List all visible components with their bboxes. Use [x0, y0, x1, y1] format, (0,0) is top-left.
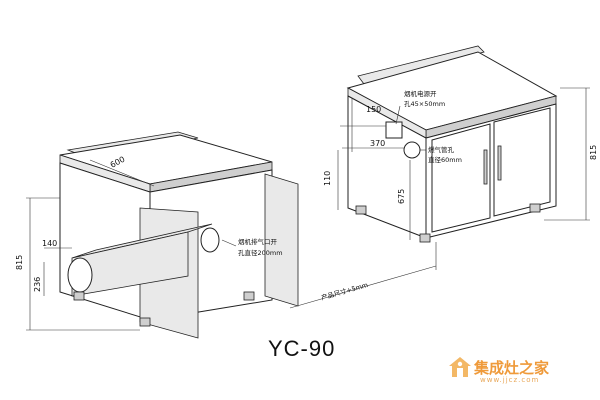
power-note-line1: 烟机电源开 — [404, 89, 437, 98]
model-title: YC-90 — [268, 336, 336, 361]
left-hole-offset-label: 140 — [42, 239, 57, 248]
left-cabinet — [26, 131, 299, 339]
length-note: 产品尺寸+5mm — [320, 280, 369, 302]
watermark-name: 集成灶之家 — [474, 358, 550, 377]
exhaust-note-line2: 孔直径200mm — [238, 248, 283, 257]
left-height-label: 815 — [15, 255, 24, 270]
right-inner-height-label: 675 — [397, 189, 406, 204]
power-note-line2: 孔45×50mm — [404, 100, 445, 108]
right-side-offset-label: 370 — [370, 139, 385, 148]
right-height-label: 815 — [589, 145, 598, 160]
exhaust-note-line1: 烟机排气口开 — [238, 237, 278, 246]
right-top-offset-label: 150 — [366, 105, 381, 114]
right-base-height-label: 110 — [323, 171, 332, 186]
watermark-url: www.jjcz.com — [480, 376, 540, 384]
right-cabinet — [289, 45, 590, 309]
house-icon — [449, 357, 471, 377]
gas-note-line2: 直径60mm — [428, 155, 462, 164]
left-hole-height-label: 236 — [33, 277, 42, 292]
gas-note-line1: 燃气管孔 — [428, 145, 455, 154]
watermark-logo: 集成灶之家 — [448, 355, 549, 379]
